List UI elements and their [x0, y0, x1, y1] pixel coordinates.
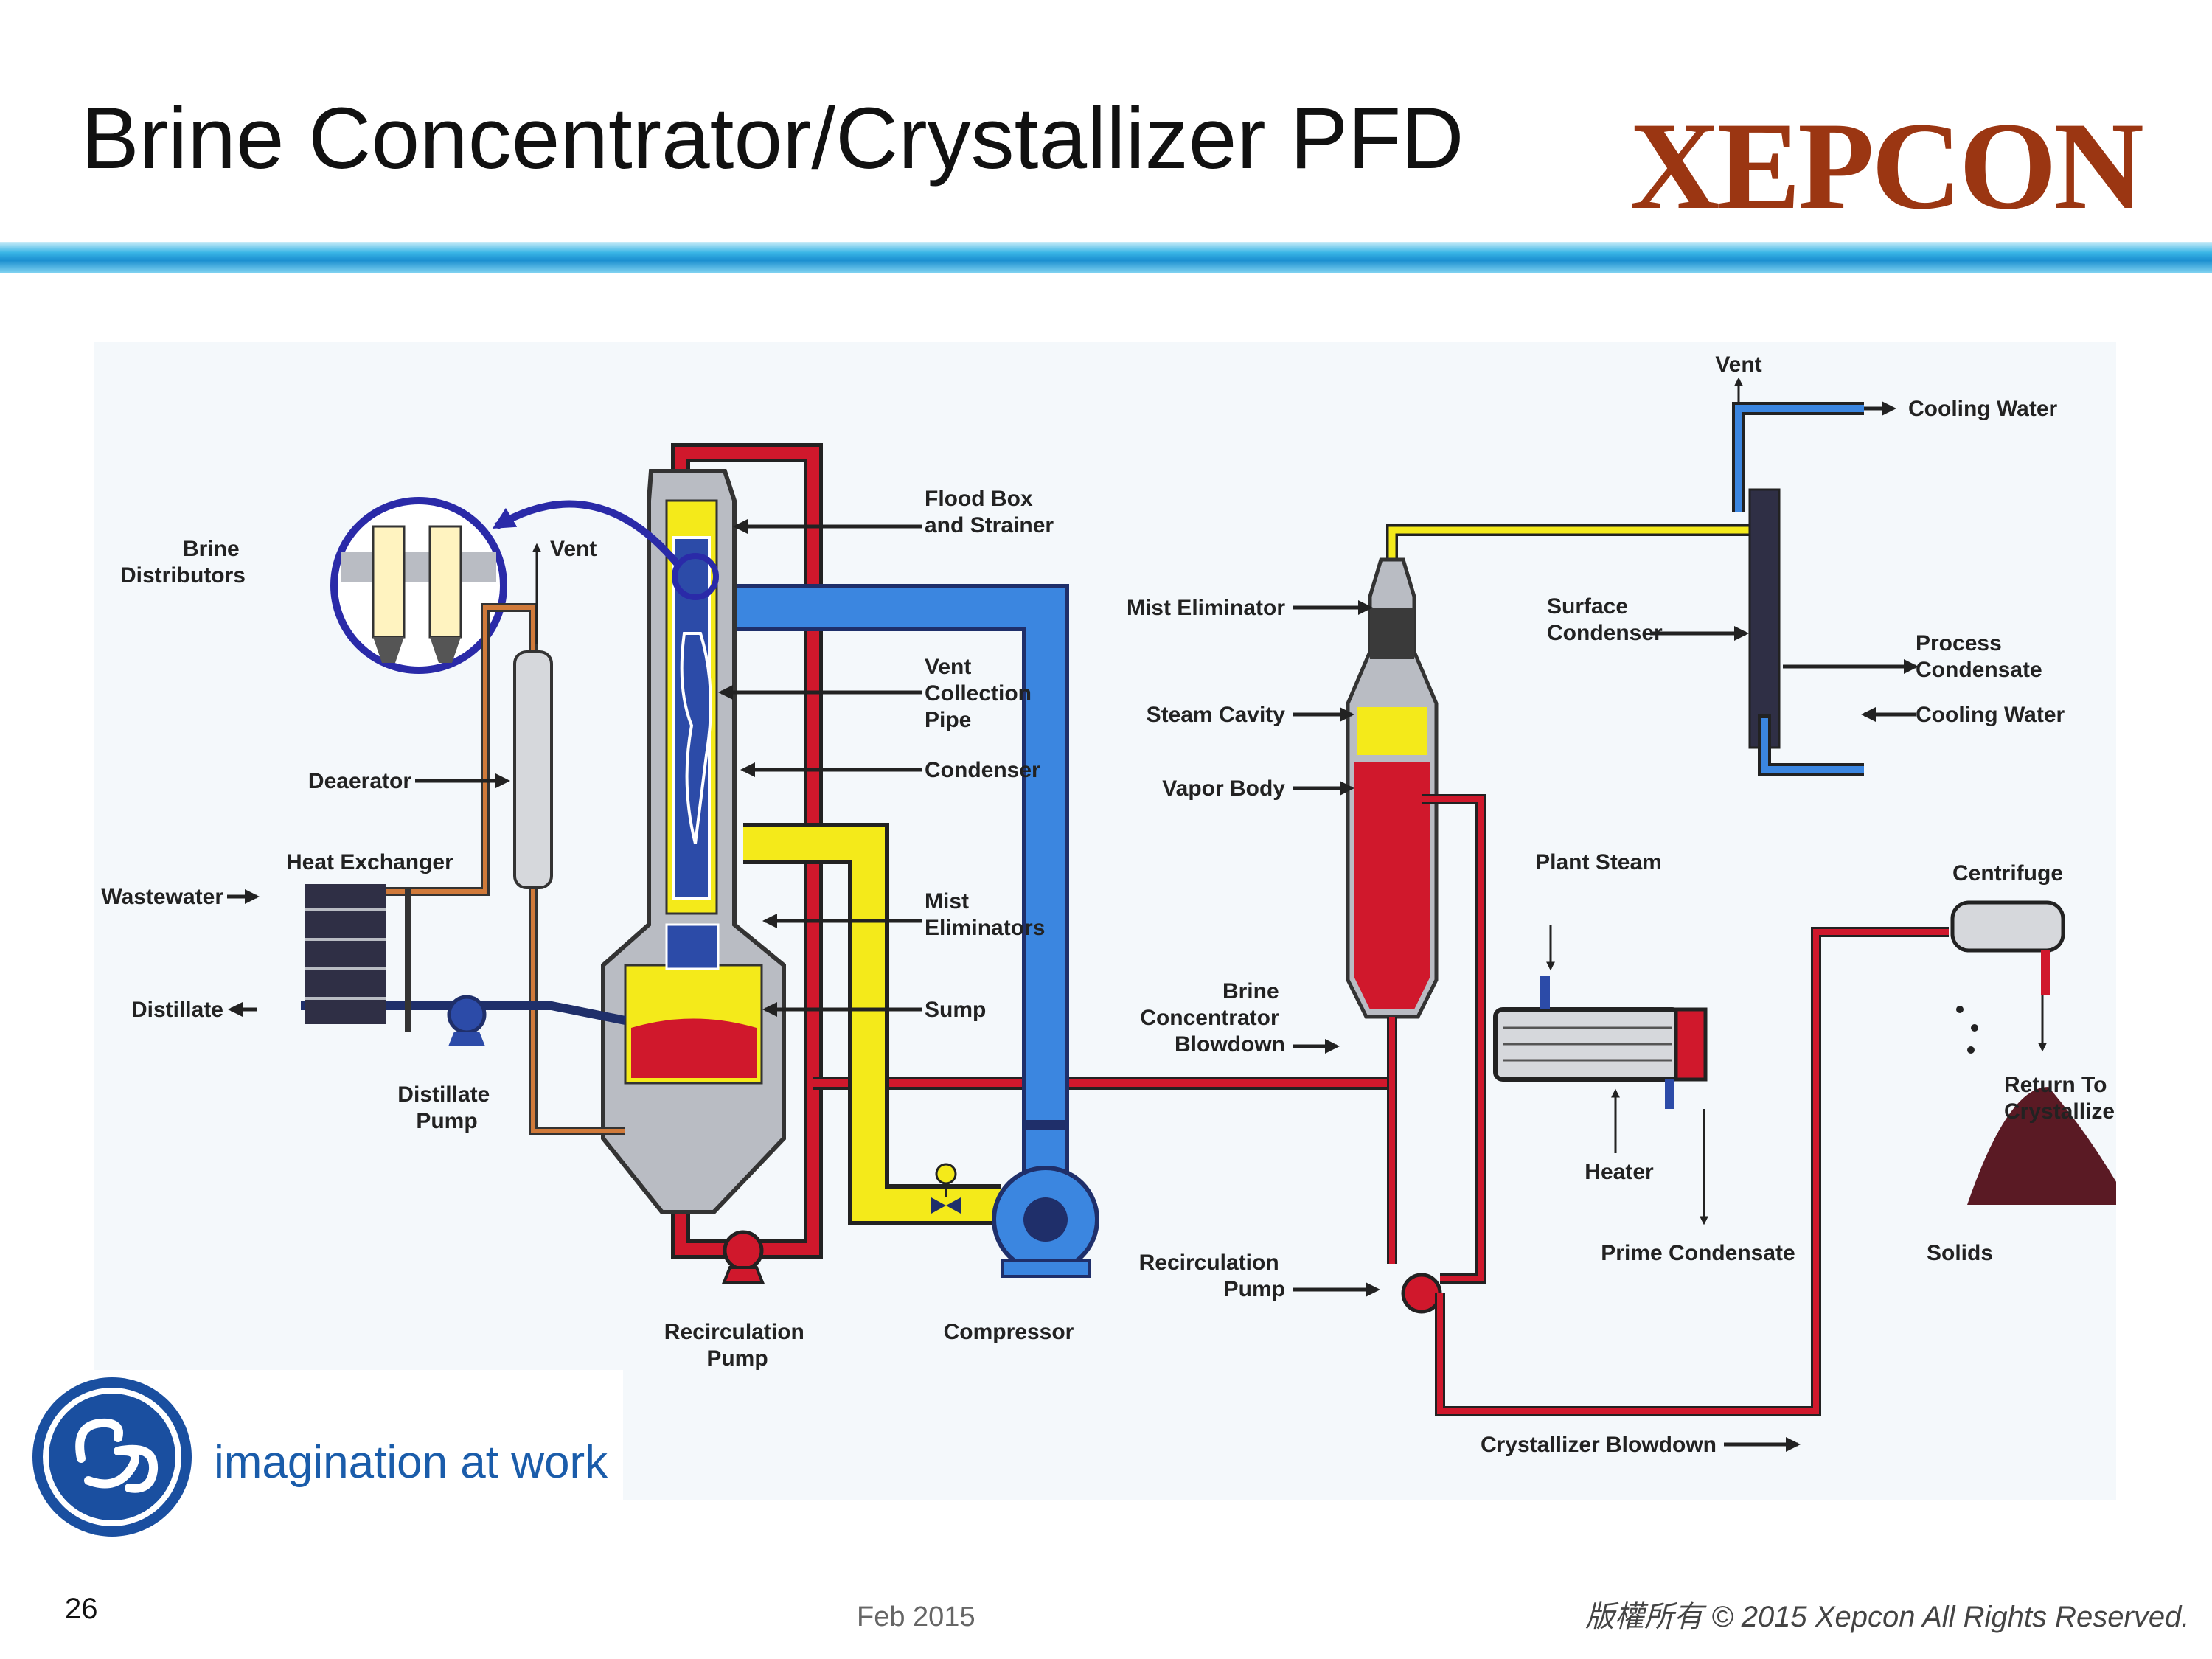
inset-callout-arrow: [492, 500, 680, 566]
heat-exchanger-icon: [305, 884, 411, 1032]
slide-title: Brine Concentrator/Crystallizer PFD: [81, 90, 1464, 187]
ge-branding-panel: [29, 1370, 623, 1547]
pfd-diagram: Brine Distributors Vent Deaerator Heat E…: [101, 352, 2116, 1457]
footer-copyright: 版權所有 © 2015 Xepcon All Rights Reserved.: [1585, 1601, 2190, 1633]
compressor-icon: [992, 1166, 1099, 1278]
xepcon-logo: XEPCON: [1630, 97, 2144, 235]
label-vent-right: Vent: [1715, 352, 1761, 377]
crystallizer-blowdown-pipe: [1435, 927, 1949, 1416]
label-plant-steam: Plant Steam: [1535, 850, 1662, 874]
crystallizer-vessel: [1346, 557, 1439, 1019]
label-condenser: Condenser: [925, 758, 1040, 782]
vapor-to-condenser-pipe: [1386, 524, 1753, 597]
centrifuge-icon: [1950, 900, 2116, 1205]
label-centrifuge: Centrifuge: [1952, 861, 2063, 886]
label-vapor-body: Vapor Body: [1162, 776, 1285, 801]
ge-monogram-icon: [32, 1377, 192, 1537]
label-return-to-crystallizer: Return To Crystallizer: [2004, 1073, 2116, 1124]
recirculation-pump-left-icon: [722, 1230, 765, 1284]
label-prime-condensate: Prime Condensate: [1601, 1241, 1795, 1265]
distillate-pump-icon: [447, 995, 487, 1046]
label-wastewater: Wastewater: [101, 885, 223, 909]
label-compressor: Compressor: [944, 1320, 1074, 1344]
label-cooling-water-bottom: Cooling Water: [1916, 703, 2065, 727]
label-surface-condenser: Surface Condenser: [1547, 594, 1663, 645]
brine-concentrator-vessel: [601, 469, 786, 1214]
label-distillate-pump: Distillate Pump: [397, 1082, 495, 1133]
header-divider-band: [0, 242, 2212, 273]
pfd-diagram-panel: Brine Distributors Vent Deaerator Heat E…: [94, 342, 2116, 1500]
surface-condenser: [1732, 402, 1864, 776]
label-vent-left: Vent: [550, 537, 597, 561]
label-cooling-water-top: Cooling Water: [1908, 397, 2058, 421]
label-steam-cavity: Steam Cavity: [1147, 703, 1286, 727]
deaerator-vessel: [513, 650, 553, 889]
recirculation-pump-right-icon: [1401, 1273, 1442, 1314]
label-sump: Sump: [925, 998, 986, 1022]
label-vent-collection-pipe: Vent Collection Pipe: [925, 655, 1037, 732]
label-brine-distributors: Brine Distributors: [120, 537, 246, 588]
label-deaerator: Deaerator: [308, 769, 411, 793]
label-mist-eliminators: Mist Eliminators: [925, 889, 1045, 940]
ge-tagline: imagination at work: [214, 1437, 608, 1488]
brine-distributors-inset: [330, 497, 507, 674]
label-recirculation-pump-right: Recirculation Pump: [1139, 1251, 1285, 1301]
valve-icon: [931, 1197, 961, 1214]
label-crystallizer-blowdown: Crystallizer Blowdown: [1481, 1433, 1717, 1457]
label-solids: Solids: [1927, 1241, 1993, 1265]
label-distillate: Distillate: [131, 998, 223, 1022]
label-brine-concentrator-blowdown: Brine Concentrator Blowdown: [1140, 979, 1285, 1057]
label-heater: Heater: [1585, 1160, 1654, 1184]
label-heat-exchanger: Heat Exchanger: [286, 850, 453, 874]
label-process-condensate: Process Condensate: [1916, 631, 2042, 682]
label-recirculation-pump-left: Recirculation Pump: [664, 1320, 810, 1371]
label-flood-box: Flood Box and Strainer: [925, 487, 1054, 538]
footer-date: Feb 2015: [857, 1601, 975, 1632]
label-mist-eliminator: Mist Eliminator: [1127, 596, 1285, 620]
page-number: 26: [65, 1593, 98, 1625]
heater-exchanger: [1493, 976, 1708, 1109]
